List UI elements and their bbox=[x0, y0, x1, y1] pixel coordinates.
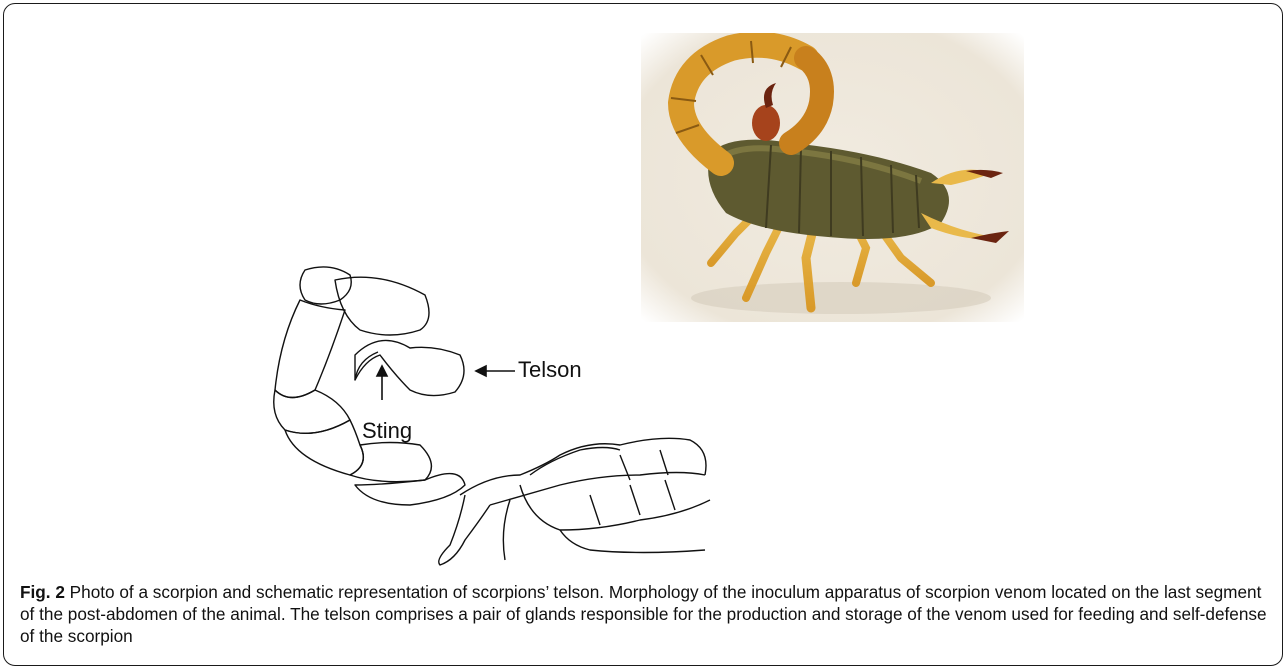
tail-segment-7 bbox=[355, 474, 465, 505]
tail-segment-6 bbox=[350, 443, 431, 482]
tail-segment-1 bbox=[300, 267, 351, 304]
tail-segment-4 bbox=[274, 390, 350, 433]
sting-curve bbox=[355, 352, 378, 380]
telson-label: Telson bbox=[518, 357, 582, 383]
telson-bulb bbox=[355, 340, 464, 395]
tail-segment-5 bbox=[285, 420, 363, 475]
caption-text: Photo of a scorpion and schematic repres… bbox=[20, 582, 1267, 646]
telson-schematic bbox=[260, 260, 720, 580]
figure-caption: Fig. 2 Photo of a scorpion and schematic… bbox=[20, 581, 1270, 647]
tail-segment-3 bbox=[275, 300, 345, 398]
sting-label: Sting bbox=[362, 418, 412, 444]
figure-number: Fig. 2 bbox=[20, 582, 65, 602]
tail-segment-2 bbox=[335, 277, 429, 335]
